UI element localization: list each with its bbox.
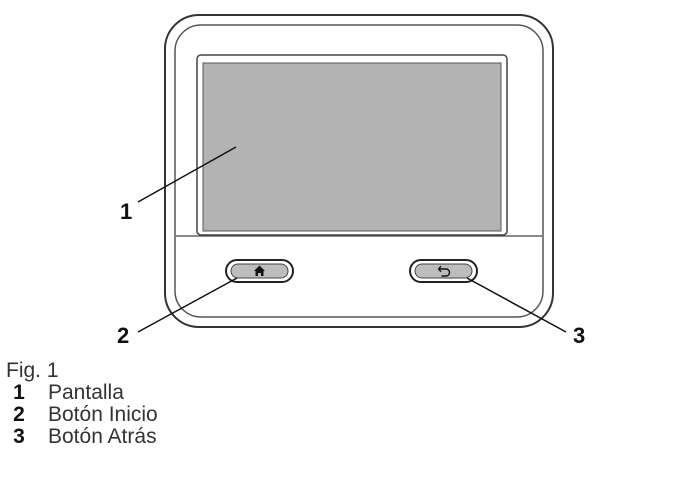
callout-leader-3	[466, 277, 567, 333]
figure-caption: Fig. 1 1 Pantalla 2 Botón Inicio 3 Botón…	[6, 360, 158, 448]
back-arrow-icon	[437, 265, 451, 277]
legend-number: 1	[13, 381, 25, 404]
callout-number-2: 2	[117, 323, 129, 348]
legend-item: 3 Botón Atrás	[6, 426, 158, 448]
legend-text: Pantalla	[48, 381, 124, 404]
legend-text: Botón Inicio	[48, 403, 158, 426]
device-diagram: 1 2 3	[117, 14, 585, 348]
display-screen	[202, 62, 502, 232]
back-button[interactable]	[409, 259, 478, 283]
legend-number: 3	[13, 425, 25, 448]
figure-label: Fig. 1	[6, 359, 59, 382]
callout-leader-2	[137, 277, 238, 333]
legend-number: 2	[13, 403, 25, 426]
legend-text: Botón Atrás	[48, 425, 157, 448]
home-button[interactable]	[225, 259, 294, 283]
home-icon	[254, 265, 265, 276]
callout-leader-1	[137, 146, 237, 203]
legend-item: 1 Pantalla	[6, 382, 158, 404]
legend-item: 2 Botón Inicio	[6, 404, 158, 426]
callout-number-1: 1	[120, 199, 132, 224]
callout-number-3: 3	[573, 323, 585, 348]
